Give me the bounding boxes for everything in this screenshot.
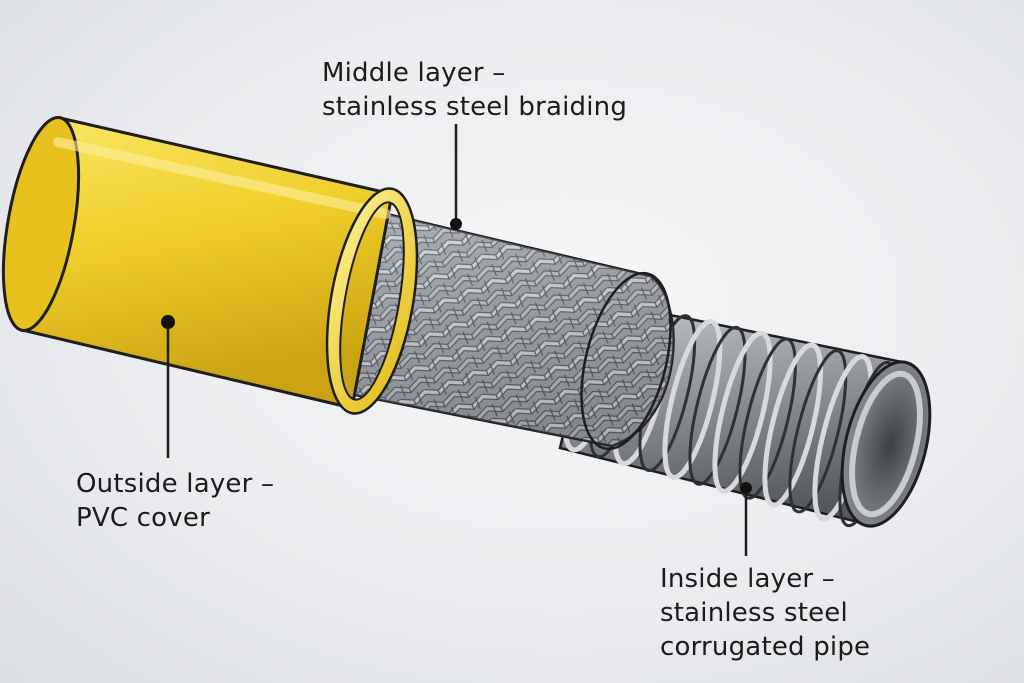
braided-middle-layer: [338, 208, 675, 451]
label-inside-line-1: Inside layer –: [660, 564, 835, 594]
pvc-outer-cover: [1, 115, 419, 415]
leader-dot-middle: [450, 218, 462, 230]
label-middle-line-1: Middle layer –: [322, 58, 506, 88]
label-middle-line-2: stainless steel braiding: [322, 92, 628, 122]
corrugation-ring: [688, 325, 747, 486]
pipe-bore-opening: [840, 360, 932, 528]
label-outside-line-2: PVC cover: [76, 503, 210, 533]
label-inside-line-2: stainless steel: [660, 598, 848, 628]
label-inside-line-3: corrugated pipe: [660, 632, 871, 662]
pvc-cut-edge: [326, 188, 418, 414]
label-inside-layer: Inside layer – stainless steel corrugate…: [660, 562, 870, 664]
label-middle-layer: Middle layer – stainless steel braiding: [322, 56, 627, 124]
corrugation-ring: [788, 349, 848, 514]
leader-dot-outside: [161, 315, 175, 329]
braid-end-edge: [580, 271, 672, 451]
label-outside-layer: Outside layer – PVC cover: [76, 467, 274, 535]
corrugation-ring: [662, 319, 723, 480]
corrugation-ring: [712, 330, 773, 494]
leader-dot-inside: [740, 482, 752, 494]
leader-lines: [161, 124, 752, 556]
corrugation-ring: [762, 342, 824, 508]
corrugation-ring: [738, 337, 797, 500]
label-outside-line-1: Outside layer –: [76, 469, 275, 499]
